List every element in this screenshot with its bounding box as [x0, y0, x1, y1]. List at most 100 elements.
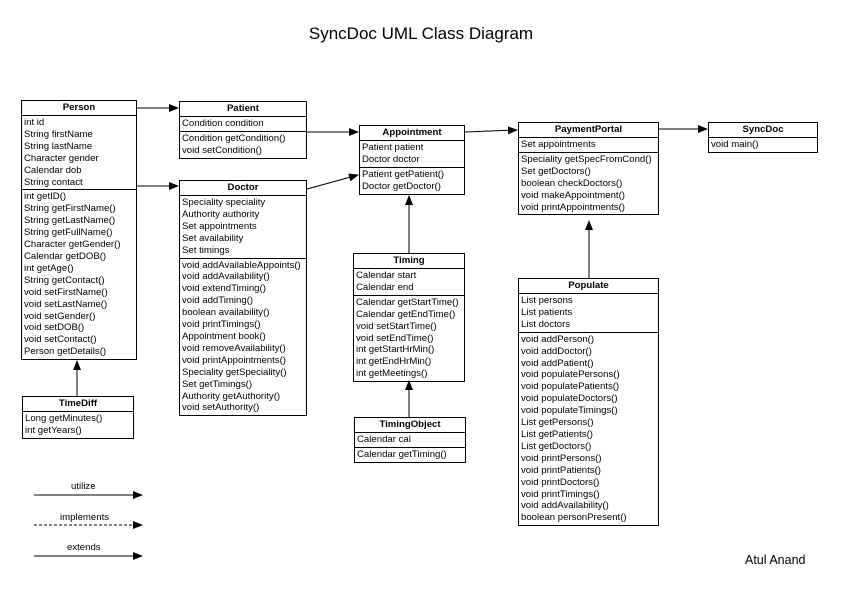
class-method: boolean personPresent(): [521, 512, 627, 524]
class-method: void printPersons(): [521, 452, 602, 464]
class-method: void addAvailability(): [521, 500, 609, 512]
class-method: List getPersons(): [521, 417, 594, 429]
class-method: Speciality getSpecFromCond(): [521, 153, 652, 165]
class-method: void printAppointments(): [521, 201, 625, 213]
class-method: void removeAvailability(): [182, 342, 286, 354]
methods-section: Calendar getStartTime()Calendar getEndTi…: [354, 296, 464, 381]
class-method: Set getTimings(): [182, 378, 253, 390]
class-method: void populateDoctors(): [521, 393, 618, 405]
class-method: int getYears(): [25, 424, 82, 436]
methods-section: Calendar getTiming(): [355, 448, 465, 462]
class-method: void addAvailability(): [182, 271, 270, 283]
class-attribute: Calendar dob: [24, 164, 82, 176]
class-method: void addPatient(): [521, 357, 594, 369]
arrow-appointment-paymentportal: [464, 126, 518, 135]
class-name: TimeDiff: [23, 397, 133, 412]
class-method: void populatePersons(): [521, 369, 620, 381]
class-method: Person getDetails(): [24, 346, 107, 358]
methods-section: void addPerson()void addDoctor()void add…: [519, 333, 658, 526]
class-attribute: Calendar cal: [357, 434, 411, 445]
class-method: boolean availability(): [182, 307, 270, 319]
class-method: Calendar getDOB(): [24, 250, 107, 262]
class-method: void setCondition(): [182, 144, 262, 156]
legend-utilize-label: utilize: [71, 481, 96, 492]
attributes-section: Calendar cal: [355, 433, 465, 448]
class-method: void printAppointments(): [182, 354, 286, 366]
class-attribute: List patients: [521, 306, 573, 318]
class-method: Appointment book(): [182, 330, 266, 342]
class-attribute: Doctor doctor: [362, 153, 420, 165]
author-name: Atul Anand: [745, 553, 806, 567]
class-method: List getDoctors(): [521, 440, 592, 452]
class-method: List getPatients(): [521, 428, 593, 440]
class-attribute: Patient patient: [362, 142, 424, 153]
arrow-doctor-appointment: [306, 173, 359, 190]
class-method: int getEndHrMin(): [356, 356, 432, 368]
class-method: void printTimings(): [182, 319, 261, 331]
methods-section: Long getMinutes()int getYears(): [23, 412, 133, 438]
class-name: Timing: [354, 254, 464, 269]
class-name: Populate: [519, 279, 658, 294]
class-method: void addTiming(): [182, 295, 254, 307]
class-attribute: Set availability: [182, 232, 244, 244]
class-method: void printDoctors(): [521, 476, 600, 488]
class-attribute: int id: [24, 117, 45, 128]
diagram-title: SyncDoc UML Class Diagram: [308, 24, 534, 43]
class-attribute: String firstName: [24, 128, 93, 140]
class-method: int getStartHrMin(): [356, 344, 435, 356]
class-method: void makeAppointment(): [521, 189, 625, 201]
class-method: Doctor getDoctor(): [362, 180, 441, 192]
class-method: void addDoctor(): [521, 345, 592, 357]
class-method: String getContact(): [24, 274, 105, 286]
legend-implements-label: implements: [60, 512, 110, 523]
class-attribute: List persons: [521, 295, 573, 306]
class-method: String getFullName(): [24, 227, 113, 239]
class-method: void extendTiming(): [182, 283, 266, 295]
methods-section: void addAvailableAppoints()void addAvail…: [180, 259, 306, 416]
class-method: void setGender(): [24, 310, 96, 322]
class-method: void setContact(): [24, 334, 97, 346]
class-attribute: Calendar end: [356, 281, 414, 293]
class-attribute: Character gender: [24, 152, 99, 164]
class-method: Authority getAuthority(): [182, 390, 281, 402]
class-method: Condition getCondition(): [182, 132, 286, 144]
class-method: void setDOB(): [24, 322, 85, 334]
class-method: Speciality getSpeciality(): [182, 366, 287, 378]
class-attribute: List doctors: [521, 318, 571, 330]
class-method: void addPerson(): [521, 333, 595, 345]
class-name: PaymentPortal: [519, 123, 658, 138]
class-method: void addAvailableAppoints(): [182, 259, 301, 271]
class-method: void setEndTime(): [356, 332, 434, 344]
class-method: boolean checkDoctors(): [521, 177, 623, 189]
class-attribute: Condition condition: [182, 118, 264, 129]
class-method: void setStartTime(): [356, 320, 437, 332]
class-method: int getAge(): [24, 262, 74, 274]
class-method: Calendar getEndTime(): [356, 308, 456, 320]
class-method: Long getMinutes(): [25, 413, 103, 424]
class-attribute: Set timings: [182, 244, 230, 256]
class-method: String getLastName(): [24, 215, 116, 227]
class-name: Patient: [180, 102, 306, 117]
attributes-section: Condition condition: [180, 117, 306, 132]
class-attribute: Authority authority: [182, 208, 260, 220]
class-method: int getID(): [24, 191, 67, 203]
class-attribute: String lastName: [24, 140, 93, 152]
class-method: void setFirstName(): [24, 286, 108, 298]
methods-section: Condition getCondition()void setConditio…: [180, 132, 306, 158]
class-attribute: Speciality speciality: [182, 197, 266, 208]
class-method: Character getGender(): [24, 239, 121, 251]
class-method: void populateTimings(): [521, 405, 618, 417]
